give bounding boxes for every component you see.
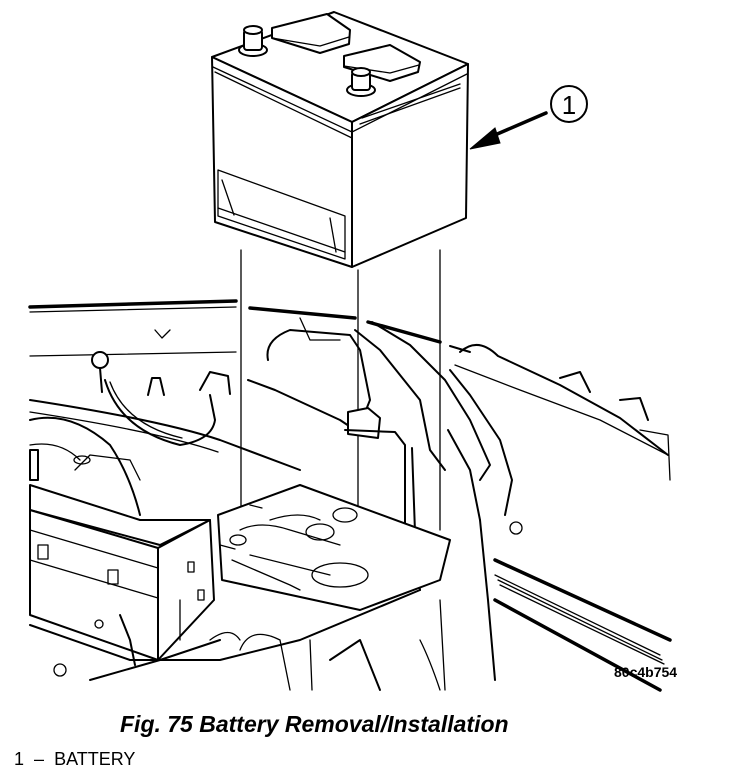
figure-caption: Fig. 75 Battery Removal/Installation [120,711,509,737]
battery-handle-recess [218,170,345,259]
arrow-leader-icon [488,113,546,138]
battery [212,12,468,267]
callout-number: 1 [562,90,576,120]
battery-tray [218,485,450,610]
image-code: 80c4b754 [614,664,678,680]
battery-terminal-left [239,26,267,56]
battery-cable [30,400,300,470]
callout-1: 1 [470,86,587,149]
battery-removal-illustration: 1 [0,0,736,700]
battery-terminal-right [347,68,375,96]
legend-item: 1 – BATTERY [14,749,135,770]
engine-bay [30,301,670,690]
legend-number: 1 [14,749,25,769]
power-distribution-center [30,485,214,660]
numbered-circle-callout-icon [551,86,587,122]
battery-vent-cap-1 [272,14,350,53]
legend-label: BATTERY [54,749,136,769]
ground-terminal-eyelet [92,352,108,368]
legend-separator: – [34,749,45,769]
